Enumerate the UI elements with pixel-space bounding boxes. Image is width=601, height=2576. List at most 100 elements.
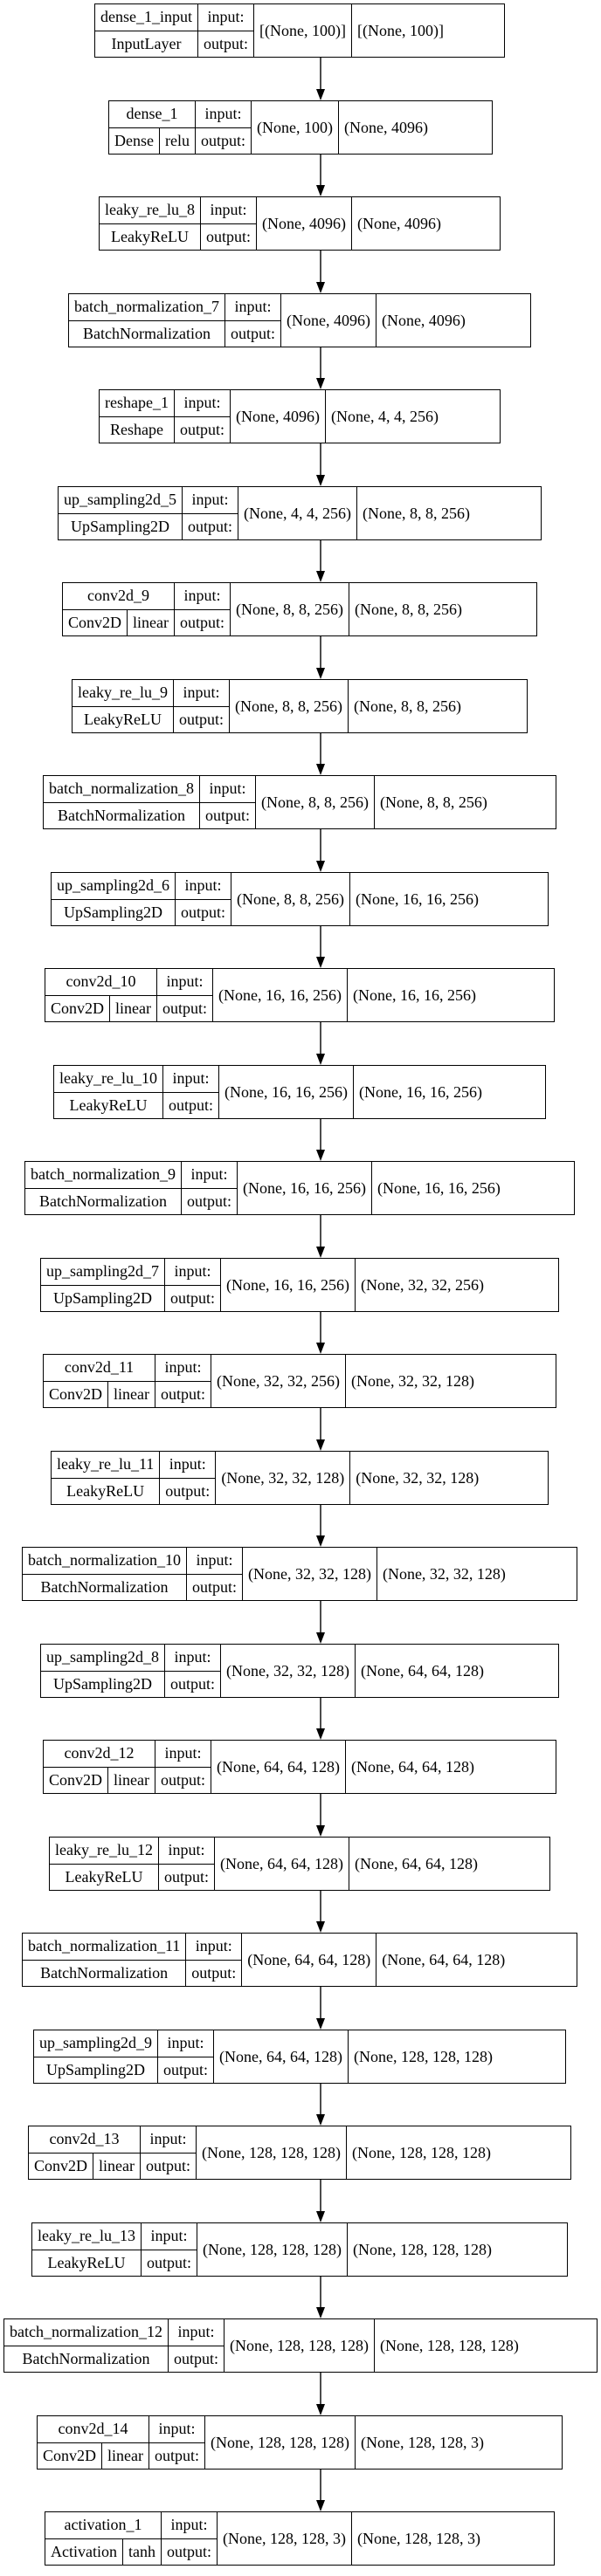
io-labels: input:output: [173, 680, 230, 732]
edge-arrowhead [316, 2114, 325, 2126]
output-shape: (None, 128, 128, 128) [379, 2336, 519, 2354]
layer-name: conv2d_14 [58, 2420, 128, 2438]
io-labels: input:output: [158, 2030, 215, 2084]
layer-type: Reshape [100, 416, 174, 443]
output-shape: (None, 128, 128, 128) [354, 2047, 493, 2065]
input-shape: (None, 128, 128, 128) [202, 2143, 341, 2161]
edge-arrowhead [316, 1343, 325, 1354]
output-shape-col: (None, 4, 4, 256) [326, 390, 444, 443]
output-shape: (None, 32, 32, 128) [356, 1468, 480, 1487]
output-shape: (None, 4, 4, 256) [330, 407, 439, 425]
edge-arrowhead [316, 2307, 325, 2318]
layer-activation: linear [107, 1767, 155, 1793]
input-shape: (None, 16, 16, 256) [218, 986, 342, 1004]
output-shape: (None, 64, 64, 128) [382, 1950, 506, 1968]
input-label: input: [174, 1648, 211, 1666]
input-shape: (None, 100) [256, 118, 333, 136]
input-label: input: [183, 587, 221, 605]
output-shape: (None, 4096) [381, 311, 466, 329]
layer-name: up_sampling2d_6 [57, 876, 169, 895]
output-shape: (None, 32, 32, 256) [361, 1275, 484, 1294]
edge-arrowhead [316, 1728, 325, 1740]
output-shape: (None, 16, 16, 256) [358, 1082, 482, 1101]
io-labels: input: output: [158, 1838, 215, 1891]
layer-type: BatchNormalization [23, 1573, 186, 1601]
edge-arrowhead [316, 1632, 325, 1644]
input-label: input: [166, 972, 204, 991]
output-label: output: [149, 2442, 205, 2470]
output-shape: [(None, 100)] [356, 21, 444, 39]
output-shape: (None, 128, 128, 3) [356, 2529, 480, 2547]
edge-arrowhead [316, 2018, 325, 2030]
output-shape: (None, 128, 128, 128) [352, 2240, 492, 2258]
output-label: output: [174, 416, 230, 443]
io-labels: input:output: [165, 1259, 222, 1311]
input-shape: (None, 64, 64, 128) [219, 2047, 342, 2065]
output-label: output: [168, 2345, 224, 2373]
layer-type: LeakyReLU [32, 2249, 141, 2277]
io-labels: input:output: [155, 1355, 212, 1407]
output-shape: (None, 128, 128, 3) [361, 2433, 484, 2451]
input-shape: (None, 4, 4, 256) [244, 504, 351, 522]
layer-type: Dense [114, 131, 154, 149]
layer-activation: relu [158, 127, 195, 154]
output-shape: (None, 64, 64, 128) [354, 1854, 478, 1872]
layer-name: activation_1 [64, 2516, 142, 2534]
input-label: input: [177, 2323, 215, 2341]
output-label: output: [158, 2056, 214, 2084]
io-labels: input:output: [160, 1452, 217, 1504]
layer-name: batch_normalization_10 [28, 1551, 181, 1570]
output-label: output: [225, 319, 280, 347]
edge-arrowhead [316, 2404, 325, 2415]
layer-name: leaky_re_lu_10 [59, 1069, 157, 1088]
layer-name: dense_1 [126, 105, 178, 123]
output-shape: (None, 4096) [356, 214, 441, 232]
io-labels: input:output: [175, 583, 231, 635]
input-shape: (None, 4096) [261, 214, 346, 232]
layer-name: leaky_re_lu_8 [105, 201, 195, 219]
input-shape: [(None, 100)] [259, 21, 346, 39]
input-label: input: [195, 1937, 232, 1955]
output-shape: (None, 64, 64, 128) [351, 1757, 474, 1776]
output-label: output: [158, 1863, 214, 1891]
edge-arrowhead [316, 1439, 325, 1451]
output-shape: (None, 32, 32, 128) [382, 1564, 506, 1583]
layer-activation: linear [101, 2442, 149, 2469]
input-label: input: [170, 2516, 208, 2534]
layer-type: LeakyReLU [50, 1863, 158, 1891]
input-label: input: [168, 1841, 205, 1859]
input-shape: (None, 16, 16, 256) [242, 1178, 366, 1197]
input-shape-col: (None, 128, 128, 128) [197, 2223, 348, 2276]
output-label: output: [186, 1573, 242, 1601]
output-shape: (None, 8, 8, 256) [355, 600, 462, 618]
edge-arrowhead [316, 957, 325, 968]
input-shape: (None, 8, 8, 256) [237, 890, 344, 908]
edge-arrowhead [316, 282, 325, 293]
input-shape-col: (None, 4096) [257, 197, 352, 250]
output-shape: (None, 16, 16, 256) [376, 1178, 501, 1197]
layer-type: UpSampling2D [41, 1670, 164, 1698]
layer-name: leaky_re_lu_9 [78, 683, 168, 702]
layer-type: UpSampling2D [59, 512, 182, 540]
input-shape: (None, 32, 32, 128) [221, 1468, 345, 1487]
input-shape-col: (None, 4096) [231, 390, 326, 443]
output-shape: (None, 8, 8, 256) [363, 504, 470, 522]
input-shape-col: (None, 32, 32, 128) [221, 1645, 356, 1697]
